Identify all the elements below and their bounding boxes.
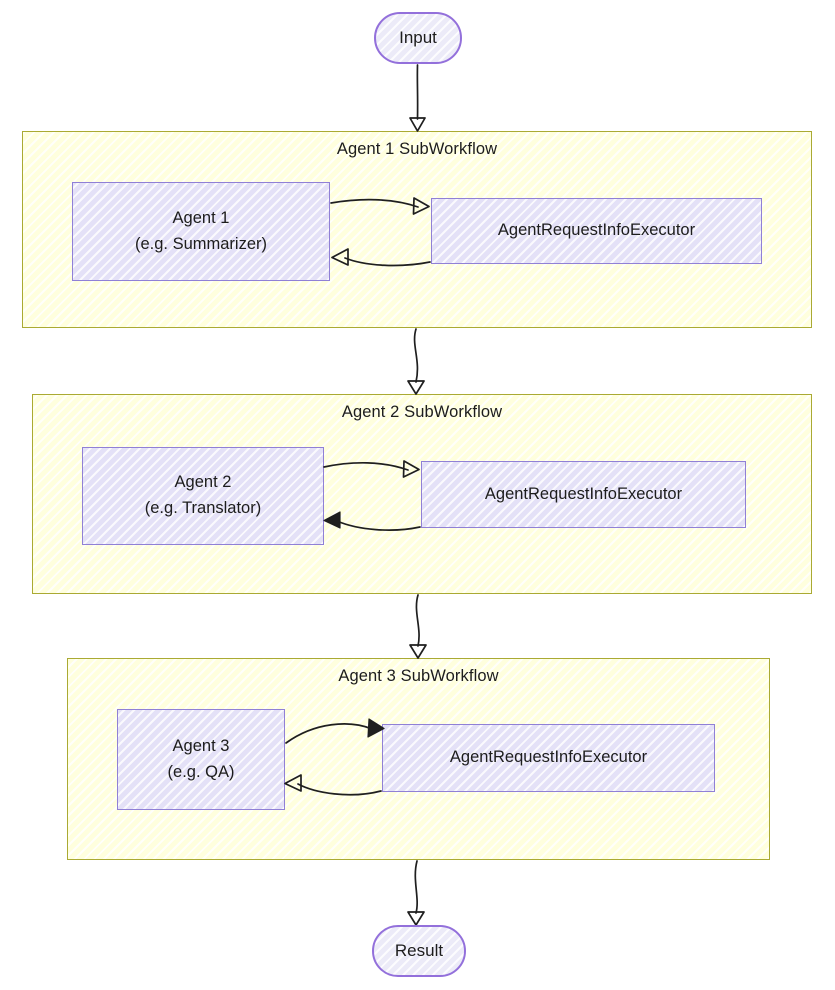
subgraph-title-agent-2: Agent 2 SubWorkflow — [341, 403, 503, 421]
node-agent-1-line1: Agent 1 — [172, 208, 230, 227]
node-agent-3-line2: (e.g. QA) — [167, 762, 235, 781]
node-agent-2-line2: (e.g. Translator) — [144, 499, 262, 517]
node-agent-1-executor-label: AgentRequestInfoExecutor — [497, 221, 696, 240]
edge-agent3sub-to-result — [407, 860, 425, 926]
node-agent-2-line1: Agent 2 — [174, 473, 232, 492]
node-agent-1[interactable]: Agent 1 (e.g. Summarizer) — [72, 182, 330, 281]
edge-input-to-agent1 — [409, 64, 426, 132]
terminal-label-result: Result — [394, 941, 444, 960]
subgraph-title-agent-1: Agent 1 SubWorkflow — [336, 140, 498, 158]
node-agent-3-request-info-executor[interactable]: AgentRequestInfoExecutor — [382, 724, 715, 792]
node-agent-3-line1: Agent 3 — [172, 736, 230, 755]
terminal-node-result[interactable]: Result — [372, 925, 466, 977]
node-agent-2-request-info-executor[interactable]: AgentRequestInfoExecutor — [421, 461, 746, 528]
terminal-node-input[interactable]: Input — [374, 12, 462, 64]
terminal-label-input: Input — [399, 28, 437, 47]
edge-agent2sub-to-agent3sub — [409, 594, 427, 659]
node-agent-2-executor-label: AgentRequestInfoExecutor — [484, 484, 683, 503]
node-agent-1-line2: (e.g. Summarizer) — [134, 234, 268, 253]
subgraph-title-agent-3: Agent 3 SubWorkflow — [338, 667, 499, 685]
node-agent-2[interactable]: Agent 2 (e.g. Translator) — [82, 447, 324, 545]
node-agent-1-request-info-executor[interactable]: AgentRequestInfoExecutor — [431, 198, 762, 264]
node-agent-3-executor-label: AgentRequestInfoExecutor — [449, 748, 648, 767]
node-agent-3[interactable]: Agent 3 (e.g. QA) — [117, 709, 285, 810]
edge-agent1sub-to-agent2sub — [407, 328, 425, 395]
